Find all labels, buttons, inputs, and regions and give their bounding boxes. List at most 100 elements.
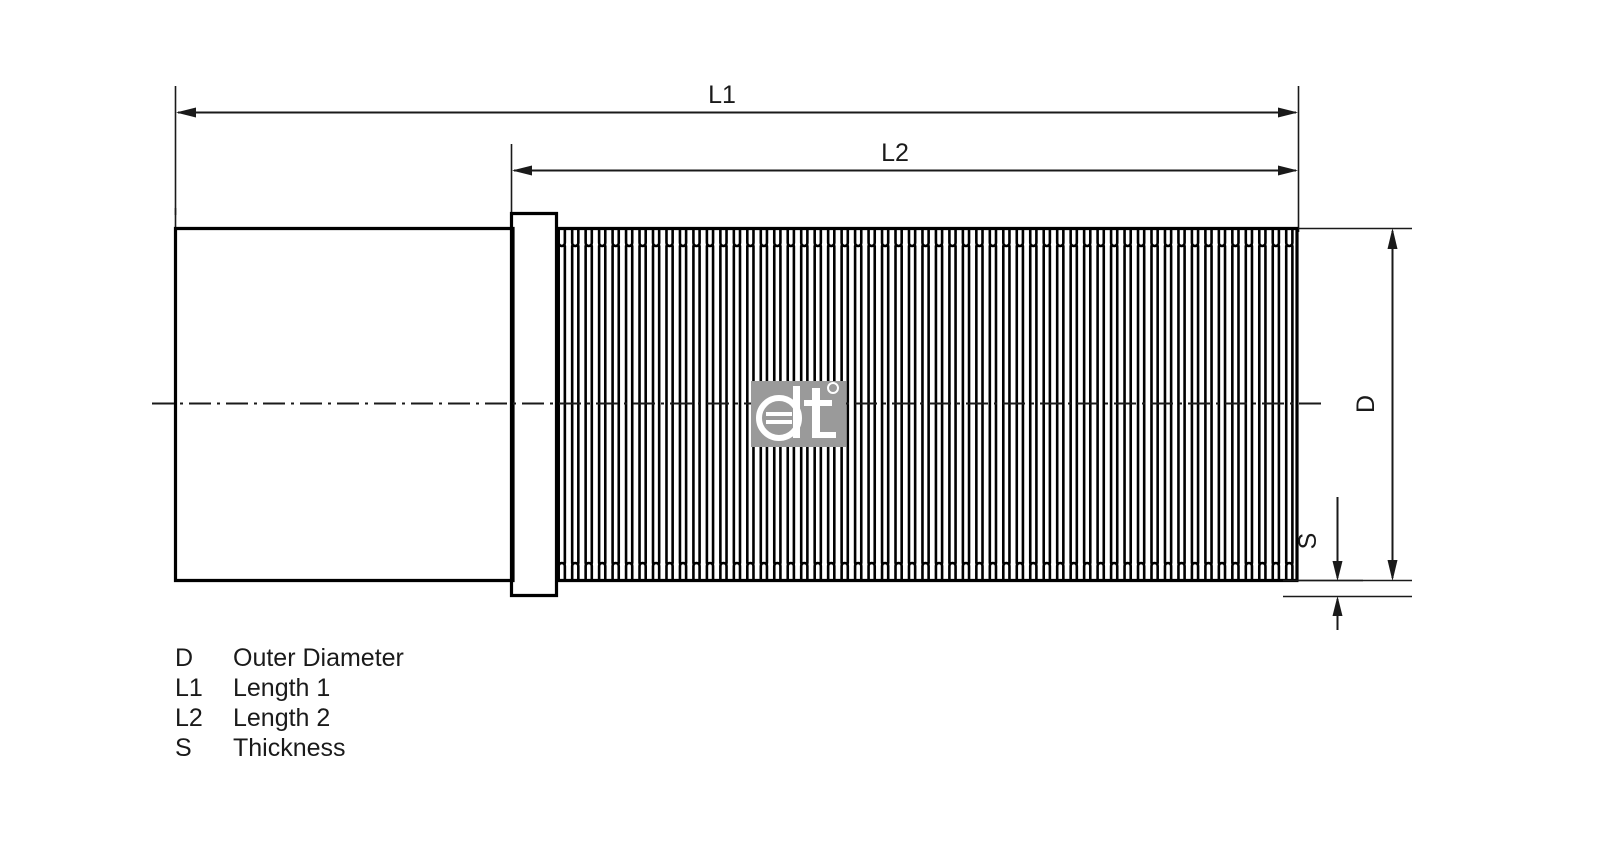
bellows-convolution-bottom: [988, 561, 998, 582]
bellows-convolution-top: [786, 227, 796, 248]
bellows-convolution-top: [1123, 227, 1133, 248]
brand-watermark: [751, 381, 846, 447]
dt-logo-t-foot: [812, 432, 836, 438]
arrow-d-bottom: [1387, 560, 1398, 581]
bellows-convolution-bottom: [1015, 561, 1025, 582]
dim-label-l1: L1: [708, 81, 736, 109]
bellows-convolution-top: [665, 227, 674, 248]
bellows-convolution-bottom: [719, 561, 728, 582]
bellows-convolution-top: [1069, 227, 1079, 248]
part-bellows: [556, 226, 1299, 583]
dt-logo-t-crossbar: [804, 400, 832, 406]
dt-logo-bar-lower: [766, 420, 792, 424]
bellows-convolution-bottom: [1271, 561, 1281, 582]
bellows-convolution-bottom: [853, 561, 863, 582]
arrow-s-bottom: [1332, 596, 1343, 616]
dimension-s: S: [1283, 497, 1412, 630]
bellows-convolution-bottom: [1217, 561, 1227, 582]
bellows-convolution-top: [799, 227, 809, 248]
bellows-convolution-bottom: [705, 561, 715, 582]
bellows-convolution-bottom: [1244, 561, 1254, 582]
bellows-convolution-bottom: [1190, 561, 1200, 582]
bellows-convolution-top: [772, 227, 782, 248]
bellows-convolution-bottom: [921, 561, 930, 582]
dt-logo-glyph: [756, 382, 839, 441]
bellows-convolution-bottom: [1055, 561, 1065, 582]
bellows-convolution-bottom: [1028, 561, 1038, 582]
dt-logo-bar-upper: [766, 412, 792, 416]
legend-symbol: D: [175, 644, 193, 672]
dim-label-d: D: [1352, 395, 1380, 413]
bellows-convolution-top: [826, 227, 836, 248]
bellows-convolution-top: [1028, 227, 1038, 248]
legend-description: Length 2: [233, 704, 330, 732]
bellows-convolution-top: [1082, 227, 1092, 248]
bellows-convolution-top: [557, 227, 567, 248]
bellows-convolution-bottom: [1109, 561, 1119, 582]
bellows-convolution-top: [1244, 227, 1254, 248]
bellows-convolution-top: [934, 227, 944, 248]
bellows-convolution-top: [1271, 227, 1281, 248]
bellows-convolution-top: [1015, 227, 1025, 248]
bellows-convolution-top: [638, 227, 647, 248]
bellows-convolution-top: [1109, 227, 1119, 248]
arrow-l1-left: [176, 107, 196, 118]
part-collar: [509, 211, 559, 598]
bellows-convolution-top: [975, 227, 984, 248]
bellows-convolution-bottom: [1136, 561, 1146, 582]
bellows-convolution-bottom: [1204, 561, 1213, 582]
bellows-convolution-bottom: [786, 561, 796, 582]
bellows-convolution-top: [1231, 227, 1240, 248]
bellows-convolution-bottom: [584, 561, 594, 582]
bellows-convolution-bottom: [1163, 561, 1173, 582]
bellows-convolution-top: [1190, 227, 1200, 248]
bellows-convolution-bottom: [557, 561, 567, 582]
bellows-convolution-top: [746, 227, 755, 248]
bellows-convolution-top: [611, 227, 621, 248]
bellows-convolution-bottom: [1001, 561, 1011, 582]
bellows-convolution-bottom: [880, 561, 890, 582]
bellows-convolution-bottom: [746, 561, 755, 582]
bellows-convolution-top: [759, 227, 769, 248]
legend-symbol: S: [175, 734, 192, 762]
bellows-convolution-top: [880, 227, 890, 248]
bellows-convolution-bottom: [570, 561, 580, 582]
bellows-convolution-bottom: [732, 561, 742, 582]
arrow-l1-right: [1278, 107, 1298, 118]
bellows-convolution-bottom: [1082, 561, 1092, 582]
arrow-d-top: [1387, 228, 1398, 249]
bellows-convolution-bottom: [948, 561, 957, 582]
arrow-l2-right: [1278, 165, 1298, 176]
bellows-convolution-bottom: [665, 561, 674, 582]
bellows-convolution-top: [853, 227, 863, 248]
dt-logo-d-stem: [793, 386, 800, 438]
bellows-convolution-bottom: [1177, 561, 1186, 582]
bellows-convolution-bottom: [826, 561, 836, 582]
bellows-convolution-top: [692, 227, 701, 248]
arrow-l2-left: [512, 165, 532, 176]
bellows-convolutions: [557, 227, 1296, 582]
bellows-convolution-bottom: [961, 561, 971, 582]
bellows-convolution-top: [597, 227, 607, 248]
registered-mark-icon: [827, 382, 839, 394]
bellows-convolution-top: [1217, 227, 1227, 248]
bellows-convolution-bottom: [840, 561, 850, 582]
bellows-convolution-bottom: [1284, 561, 1294, 582]
bellows-convolution-top: [1204, 227, 1213, 248]
bellows-convolution-top: [1055, 227, 1065, 248]
bellows-convolution-bottom: [907, 561, 917, 582]
dt-logo-t-stem: [812, 388, 820, 438]
bellows-convolution-top: [921, 227, 930, 248]
bellows-convolution-bottom: [1042, 561, 1052, 582]
bellows-convolution-top: [1096, 227, 1106, 248]
bellows-convolution-top: [1257, 227, 1267, 248]
arrow-s-top: [1332, 561, 1343, 581]
bellows-convolution-bottom: [597, 561, 607, 582]
bellows-convolution-top: [1150, 227, 1159, 248]
bellows-convolution-top: [1177, 227, 1186, 248]
bellows-convolution-bottom: [651, 561, 661, 582]
bellows-convolution-bottom: [934, 561, 944, 582]
